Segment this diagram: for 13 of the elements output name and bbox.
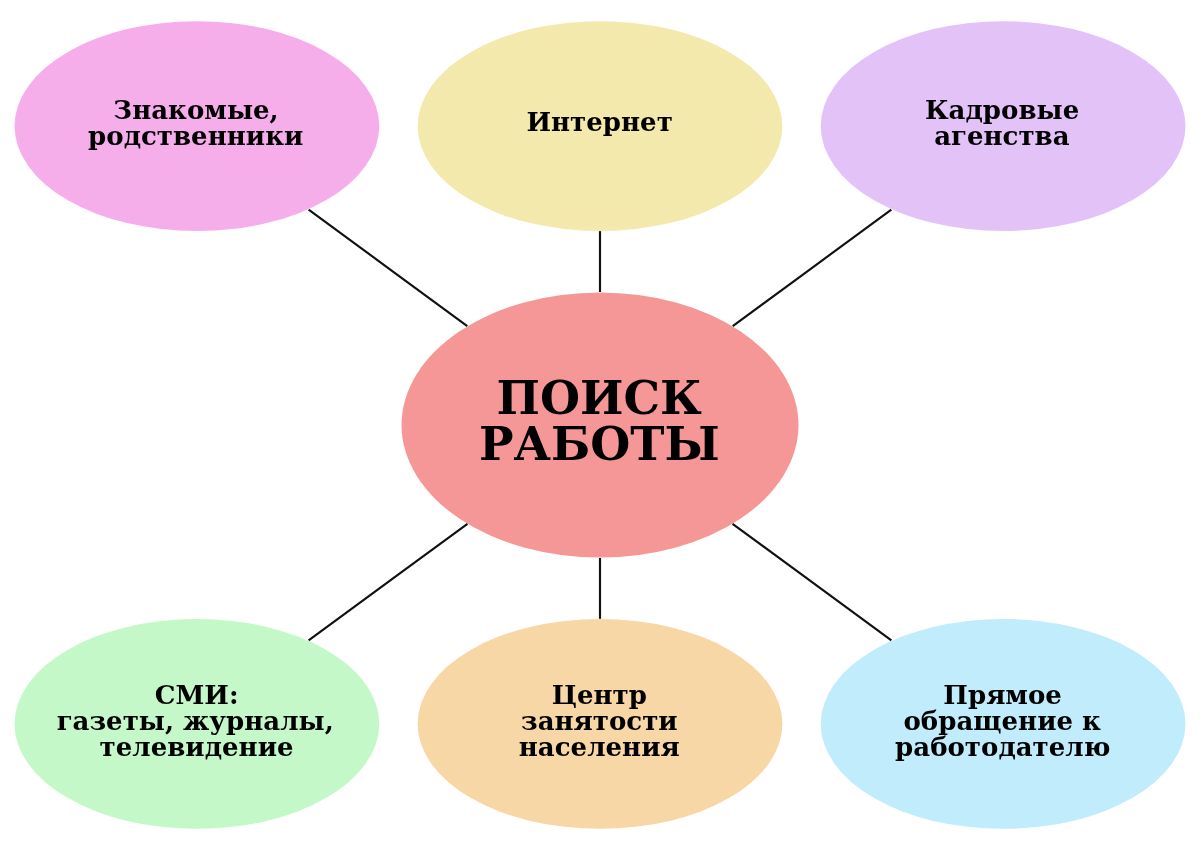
connector	[598, 230, 602, 292]
node-ellipse: Кадровые агенства	[820, 20, 1186, 231]
connector	[308, 522, 469, 641]
node-ellipse: СМИ: газеты, журналы, телевидение	[14, 618, 380, 829]
node-ellipse: Центр занятости населения	[417, 618, 783, 829]
node-ellipse: Интернет	[417, 20, 783, 231]
node-ellipse: Прямое обращение к работодателю	[820, 618, 1186, 829]
node-ellipse: ПОИСК РАБОТЫ	[401, 291, 799, 558]
node-ellipse: Знакомые, родственники	[14, 20, 380, 231]
connector	[598, 557, 602, 619]
connector	[308, 208, 468, 327]
connector	[732, 208, 892, 327]
connector	[731, 522, 892, 641]
